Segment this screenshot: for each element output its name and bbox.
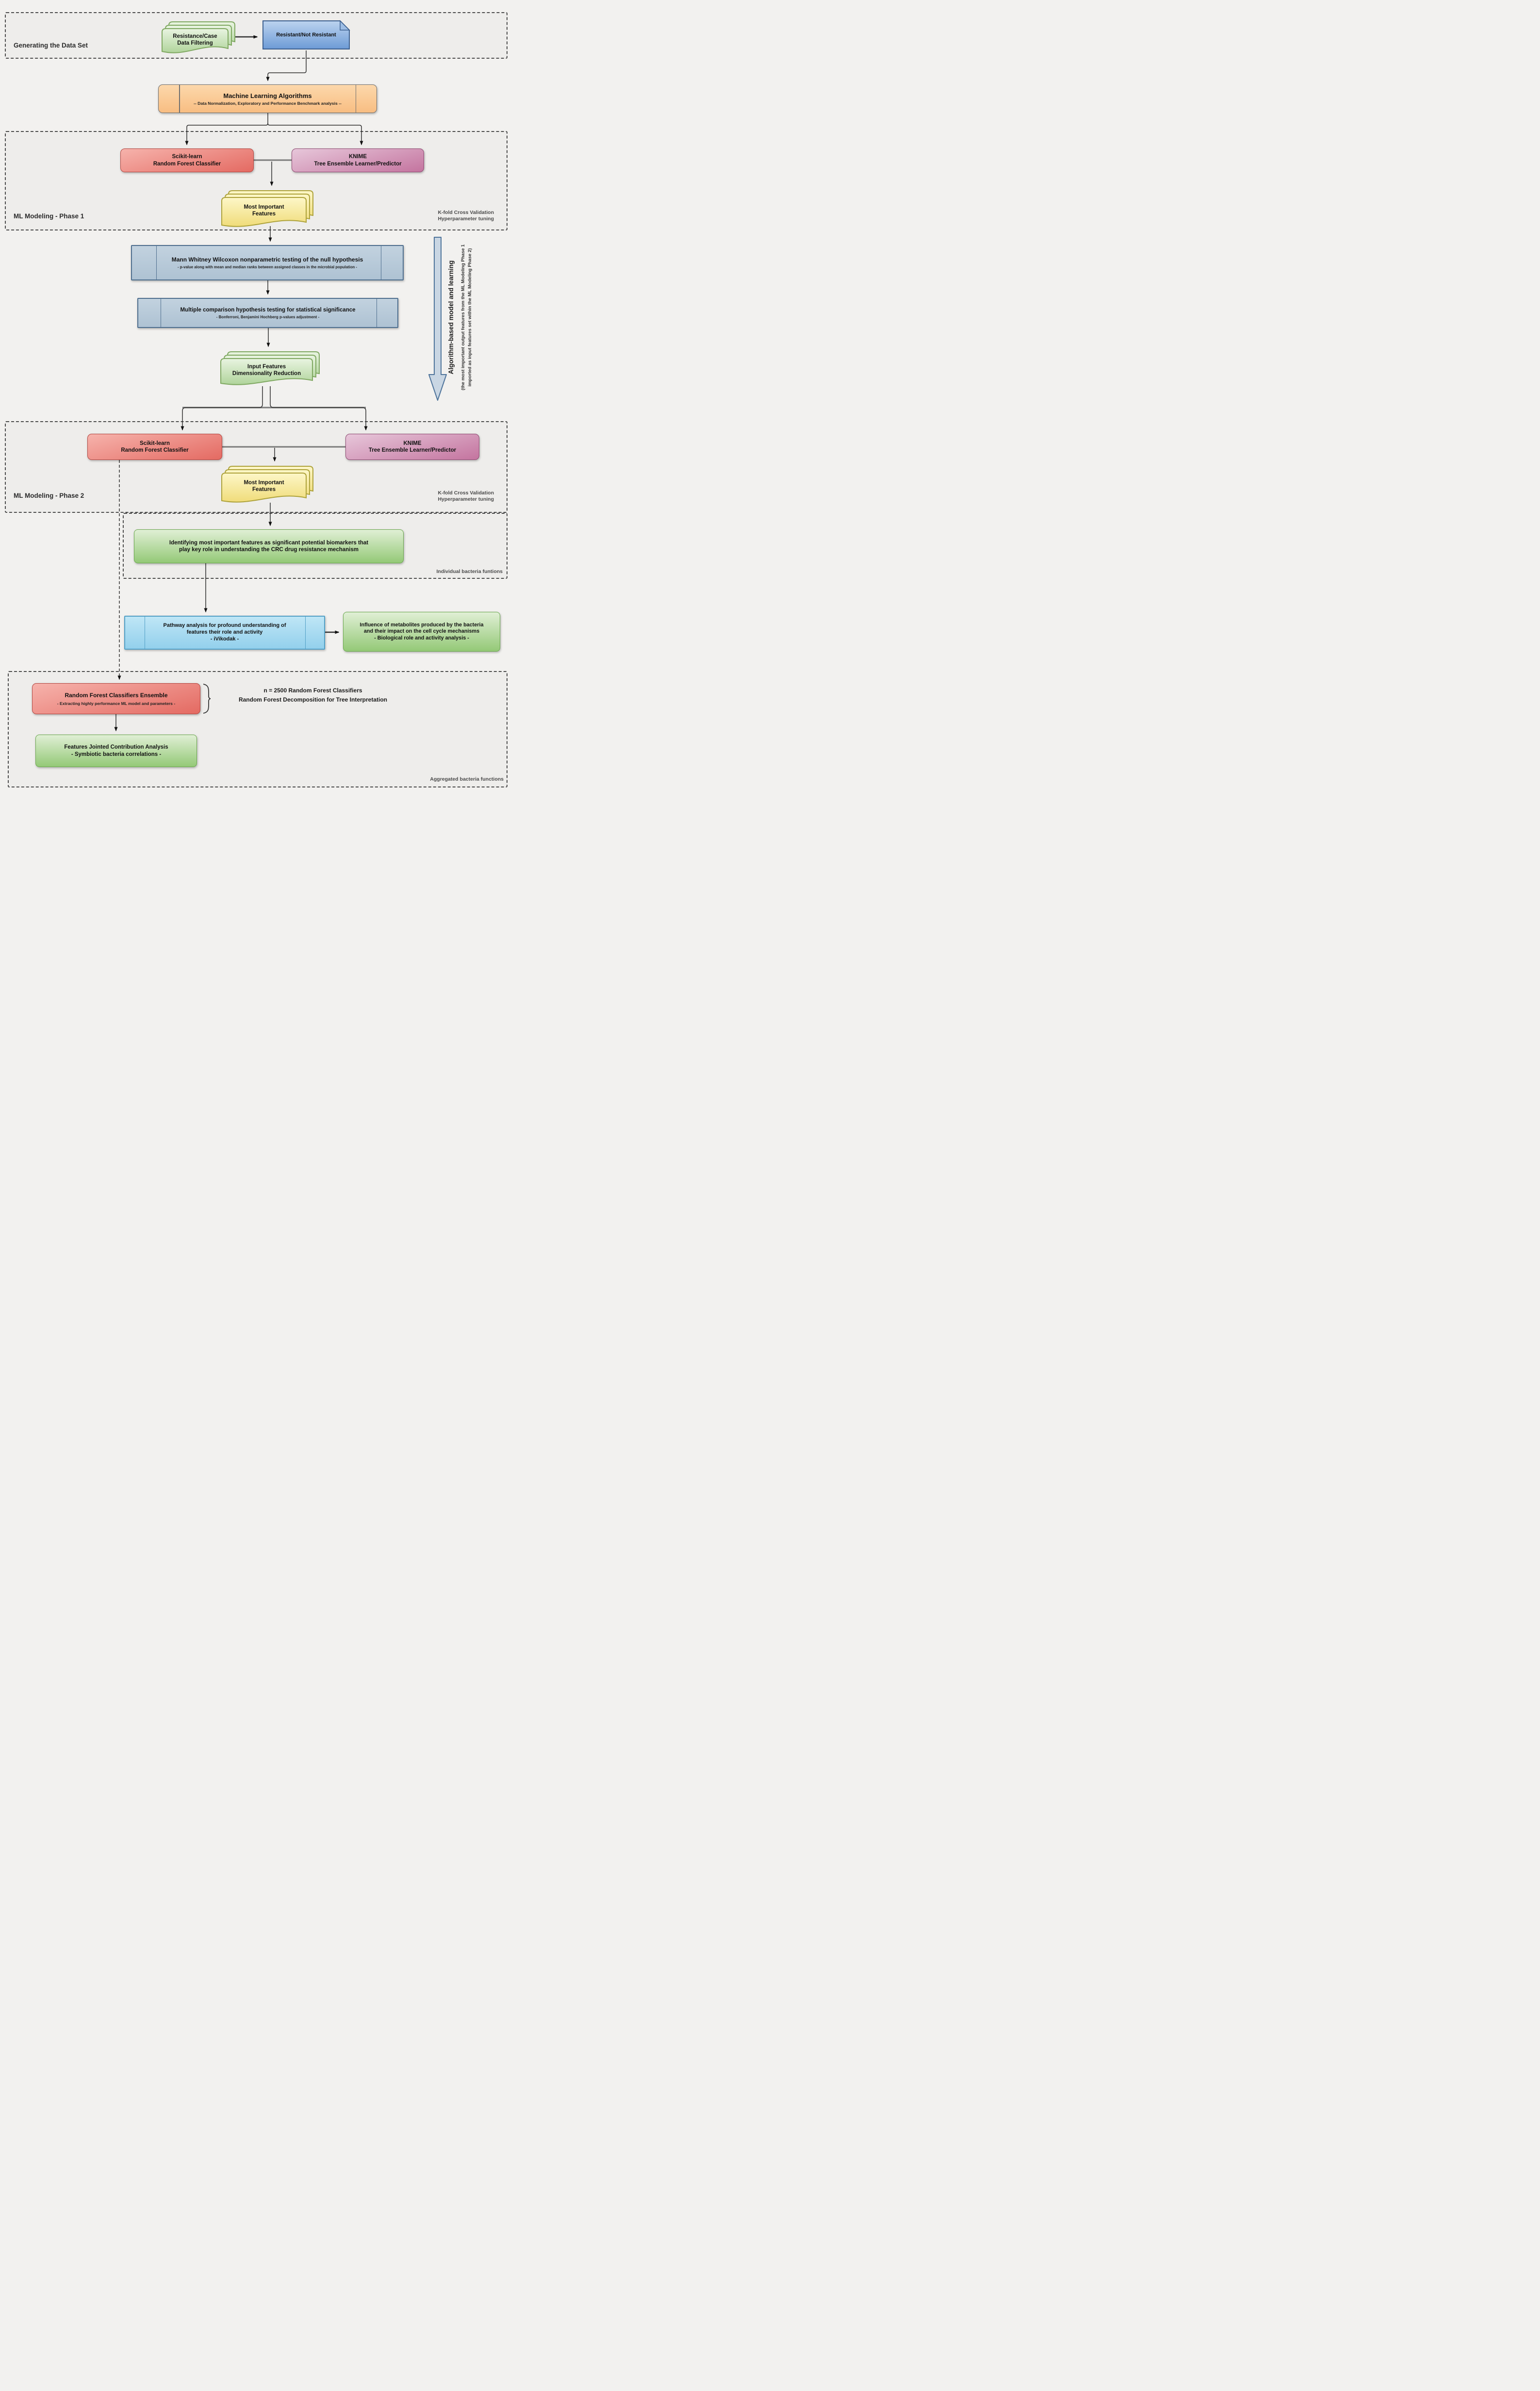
sklearn-rf-phase1-label: Scikit-learn Random Forest Classifier xyxy=(153,154,221,167)
input-features-doc-stack: Input Features Dimensionality Reduction xyxy=(219,350,321,389)
sklearn-rf-phase2-label: Scikit-learn Random Forest Classifier xyxy=(121,440,189,453)
knime-phase2-box: KNIME Tree Ensemble Learner/Predictor xyxy=(345,434,479,460)
note-kfold-phase1: K-fold Cross Validation Hyperparameter t… xyxy=(438,210,494,222)
rf-ensemble-title: Random Forest Classifiers Ensemble xyxy=(65,691,168,699)
most-important-features-p1-label: Most Important Features xyxy=(244,204,284,217)
multiple-comparison-subtitle: - Bonferroni, Benjamini Hochberg p-value… xyxy=(216,314,320,319)
pathway-analysis-box: Pathway analysis for profound understand… xyxy=(124,616,325,650)
left-bar xyxy=(156,246,157,279)
most-important-features-p1-stack: Most Important Features xyxy=(220,189,314,230)
document-stack-icon xyxy=(221,190,313,227)
document-stack-icon xyxy=(221,466,313,503)
features-jointed-box: Features Jointed Contribution Analysis -… xyxy=(35,735,197,767)
pathway-analysis-label: Pathway analysis for profound understand… xyxy=(163,622,286,642)
ml-algorithms-box: Machine Learning Algorithms -- Data Norm… xyxy=(158,84,377,113)
flowchart-page: Generating the Data Set ML Modeling - Ph… xyxy=(0,0,513,797)
metabolites-label: Influence of metabolites produced by the… xyxy=(360,622,484,641)
document-icon xyxy=(262,20,350,49)
knime-phase1-box: KNIME Tree Ensemble Learner/Predictor xyxy=(292,148,424,172)
most-important-features-p2-label: Most Important Features xyxy=(244,479,284,492)
section-label-phase2: ML Modeling - Phase 2 xyxy=(14,492,84,499)
rf-ensemble-subtitle: - Extracting highly performance ML model… xyxy=(57,701,176,706)
resistance-case-label: Resistance/Case Data Filtering xyxy=(173,33,217,46)
most-important-features-p2-stack: Most Important Features xyxy=(220,465,314,506)
right-bar xyxy=(355,85,356,113)
rf-ensemble-box: Random Forest Classifiers Ensemble - Ext… xyxy=(32,683,200,714)
mann-whitney-subtitle: - p-value along with mean and median ran… xyxy=(177,265,357,269)
resistance-case-doc-stack: Resistance/Case Data Filtering xyxy=(161,20,236,63)
document-stack-icon xyxy=(162,21,235,53)
document-stack-icon xyxy=(220,351,320,385)
side-annotation-title: Algorithm-based model and learning xyxy=(447,260,455,375)
knime-phase1-label: KNIME Tree Ensemble Learner/Predictor xyxy=(314,154,402,167)
section-generating-dataset xyxy=(5,12,508,59)
metabolites-box: Influence of metabolites produced by the… xyxy=(343,612,500,652)
section-label-generating: Generating the Data Set xyxy=(14,42,88,49)
ml-algorithms-title: Machine Learning Algorithms xyxy=(223,92,312,99)
biomarkers-label: Identifying most important features as s… xyxy=(169,540,369,553)
sklearn-rf-phase2-box: Scikit-learn Random Forest Classifier xyxy=(87,434,222,460)
biomarkers-box: Identifying most important features as s… xyxy=(134,529,404,563)
knime-phase2-label: KNIME Tree Ensemble Learner/Predictor xyxy=(368,440,457,453)
mann-whitney-box: Mann Whitney Wilcoxon nonparametric test… xyxy=(131,245,404,280)
ensemble-note: n = 2500 Random Forest Classifiers Rando… xyxy=(238,687,388,703)
multiple-comparison-box: Multiple comparison hypothesis testing f… xyxy=(137,298,398,328)
ml-algorithms-subtitle: -- Data Normalization, Exploratory and P… xyxy=(194,100,342,106)
left-bar xyxy=(179,85,180,113)
section-label-phase1: ML Modeling - Phase 1 xyxy=(14,213,84,220)
mann-whitney-title: Mann Whitney Wilcoxon nonparametric test… xyxy=(171,256,363,263)
multiple-comparison-title: Multiple comparison hypothesis testing f… xyxy=(180,307,356,313)
note-kfold-phase2: K-fold Cross Validation Hyperparameter t… xyxy=(438,490,494,503)
side-annotation-subtitle: (the most important output features from… xyxy=(460,244,473,391)
note-individual-bacteria: Individual bacteria funtions xyxy=(436,569,503,574)
note-aggregated-bacteria: Aggregated bacteria functions xyxy=(430,776,504,782)
big-down-arrow xyxy=(428,237,447,401)
right-bar xyxy=(305,617,306,649)
input-features-label: Input Features Dimensionality Reduction xyxy=(232,363,301,377)
features-jointed-label: Features Jointed Contribution Analysis -… xyxy=(64,744,168,757)
resistant-not-label: Resistant/Not Resistant xyxy=(276,32,336,38)
sklearn-rf-phase1-box: Scikit-learn Random Forest Classifier xyxy=(120,148,254,172)
resistant-not-doc: Resistant/Not Resistant xyxy=(262,19,351,50)
